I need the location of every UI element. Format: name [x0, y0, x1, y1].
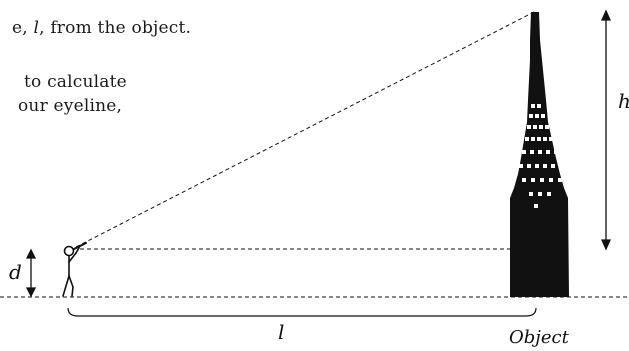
label-d: d: [9, 260, 22, 284]
line-of-sight: [75, 11, 535, 248]
h-dimension: [600, 9, 612, 251]
building-silhouette: [510, 12, 569, 297]
text-line-2: to calculate: [24, 72, 127, 92]
clinometer: [73, 242, 87, 250]
label-l: l: [278, 320, 284, 344]
text-line-1: e, l, from the object.: [12, 18, 191, 38]
text-line-1-start: e,: [12, 18, 34, 38]
text-line-1-variable: l: [33, 18, 40, 38]
label-object: Object: [509, 327, 570, 348]
label-h: h: [618, 89, 629, 113]
building-windows: [519, 104, 563, 208]
l-brace: [67, 307, 537, 317]
observer-figure: [62, 242, 87, 297]
d-dimension: [25, 248, 37, 298]
observer-head: [63, 245, 75, 257]
text-line-3: our eyeline,: [18, 96, 123, 116]
object-building: [510, 12, 569, 297]
text-line-1-end: , from the object.: [39, 18, 192, 38]
